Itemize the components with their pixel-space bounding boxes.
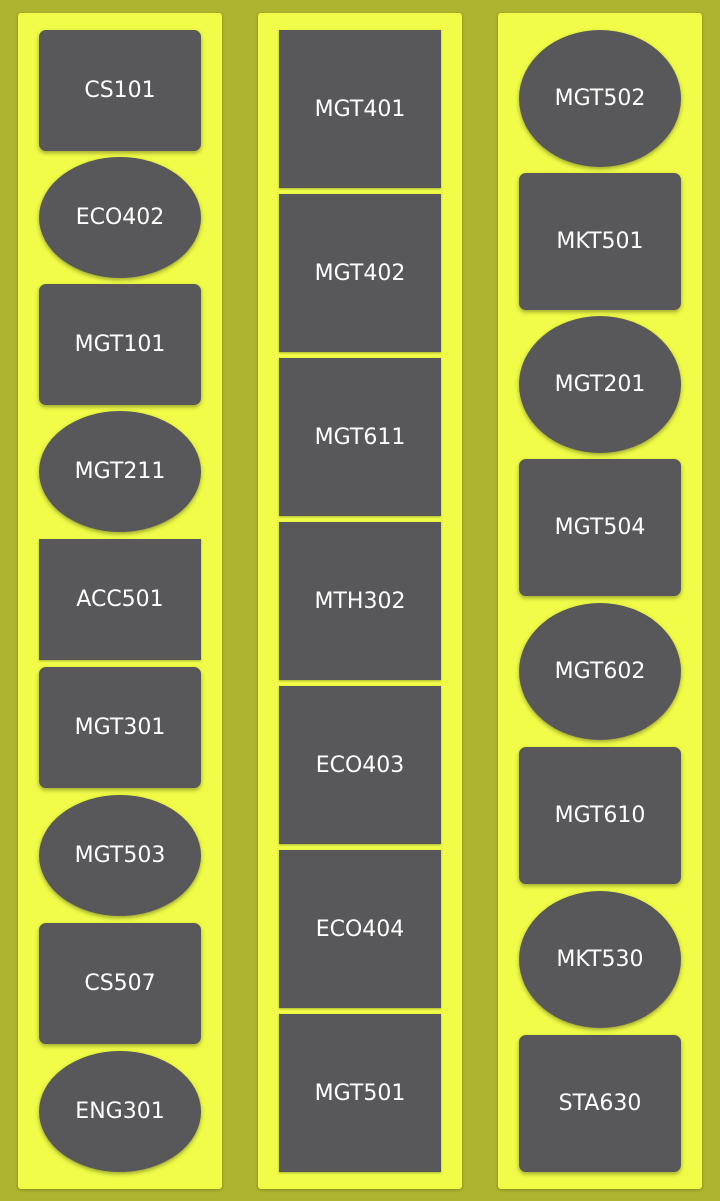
course-card[interactable]: CS507 xyxy=(39,923,201,1044)
course-card[interactable]: MGT503 xyxy=(39,795,201,916)
course-card[interactable]: MGT504 xyxy=(519,459,681,596)
course-card[interactable]: ACC501 xyxy=(39,539,201,660)
course-card[interactable]: MGT610 xyxy=(519,747,681,884)
course-label: MKT530 xyxy=(556,947,644,972)
course-label: MGT402 xyxy=(314,260,406,286)
course-card[interactable]: MTH302 xyxy=(279,522,441,680)
course-column-1: CS101 ECO402 MGT101 MGT211 ACC501 MGT301… xyxy=(18,13,222,1189)
course-card[interactable]: STA630 xyxy=(519,1035,681,1172)
course-card[interactable]: MGT201 xyxy=(519,316,681,453)
course-label: ECO402 xyxy=(75,205,165,230)
course-label: MGT211 xyxy=(74,459,166,484)
course-label: MGT503 xyxy=(74,843,166,868)
course-label: MGT101 xyxy=(74,332,166,357)
course-column-3: MGT502 MKT501 MGT201 MGT504 MGT602 MGT61… xyxy=(498,13,702,1189)
course-label: MGT501 xyxy=(314,1080,406,1106)
course-label: MGT610 xyxy=(554,803,646,828)
course-label: MGT602 xyxy=(554,659,646,684)
course-label: MGT504 xyxy=(554,515,646,540)
course-card[interactable]: MGT101 xyxy=(39,284,201,405)
course-card[interactable]: MGT402 xyxy=(279,194,441,352)
course-label: MGT611 xyxy=(314,424,406,450)
course-label: CS101 xyxy=(84,78,156,103)
course-card[interactable]: MKT501 xyxy=(519,173,681,310)
course-card[interactable]: ECO402 xyxy=(39,157,201,278)
course-label: ECO404 xyxy=(315,916,405,942)
course-label: ACC501 xyxy=(76,587,164,612)
course-label: STA630 xyxy=(558,1091,642,1116)
course-card[interactable]: ENG301 xyxy=(39,1051,201,1172)
course-card[interactable]: MKT530 xyxy=(519,891,681,1028)
course-card[interactable]: MGT401 xyxy=(279,30,441,188)
course-label: CS507 xyxy=(84,971,156,996)
course-label: MKT501 xyxy=(556,229,644,254)
course-card[interactable]: ECO403 xyxy=(279,686,441,844)
course-label: MGT401 xyxy=(314,96,406,122)
course-card[interactable]: CS101 xyxy=(39,30,201,151)
course-label: MGT502 xyxy=(554,86,646,111)
course-card[interactable]: ECO404 xyxy=(279,850,441,1008)
course-column-2: MGT401 MGT402 MGT611 MTH302 ECO403 ECO40… xyxy=(258,13,462,1189)
course-card[interactable]: MGT301 xyxy=(39,667,201,788)
course-label: MGT301 xyxy=(74,715,166,740)
course-card[interactable]: MGT611 xyxy=(279,358,441,516)
course-label: MGT201 xyxy=(554,372,646,397)
course-card[interactable]: MGT602 xyxy=(519,603,681,740)
course-label: ECO403 xyxy=(315,752,405,778)
course-label: MTH302 xyxy=(314,588,406,614)
course-label: ENG301 xyxy=(75,1099,165,1124)
course-card[interactable]: MGT501 xyxy=(279,1014,441,1172)
course-card[interactable]: MGT502 xyxy=(519,30,681,167)
course-card[interactable]: MGT211 xyxy=(39,411,201,532)
